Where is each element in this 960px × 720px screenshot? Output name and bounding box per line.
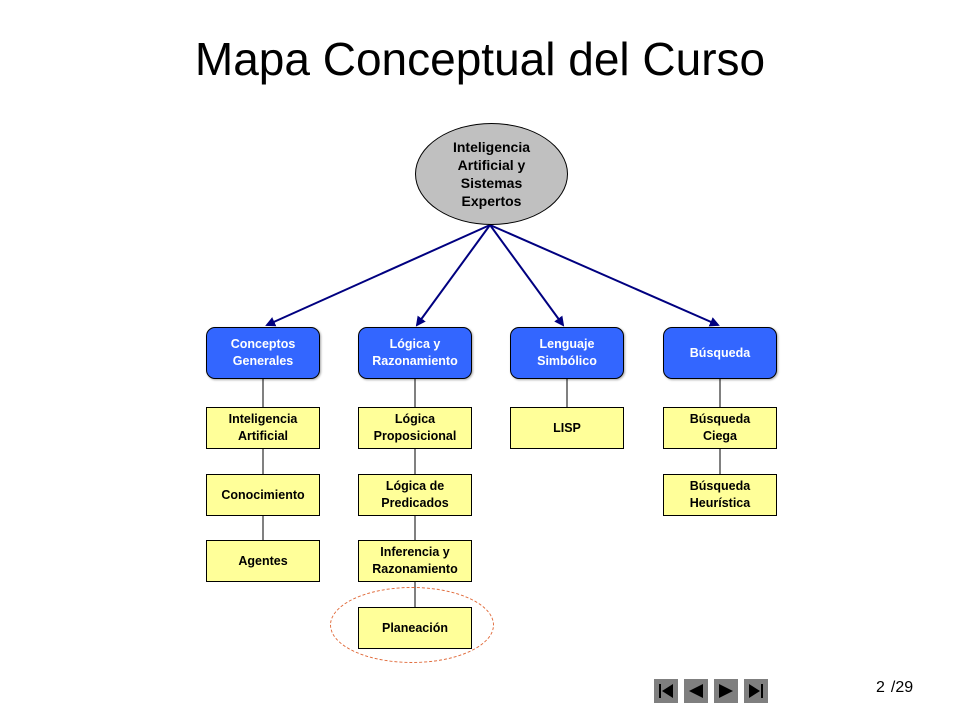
page-title: Mapa Conceptual del Curso <box>194 33 766 85</box>
page-indicator: 2/29 <box>876 679 913 697</box>
item-agentes: Agentes <box>206 540 320 582</box>
root-concept-node: Inteligencia Artificial y Sistemas Exper… <box>415 123 568 225</box>
item-busqueda-ciega: Búsqueda Ciega <box>663 407 777 449</box>
next-slide-button[interactable] <box>714 679 738 703</box>
page-total: /29 <box>890 679 914 696</box>
first-icon <box>659 684 673 698</box>
category-lenguaje-simbolico: Lenguaje Simbólico <box>510 327 624 379</box>
last-slide-button[interactable] <box>744 679 768 703</box>
next-icon <box>719 684 733 698</box>
previous-slide-button[interactable] <box>684 679 708 703</box>
item-inteligencia-artificial: Inteligencia Artificial <box>206 407 320 449</box>
arrow-to-busqueda <box>489 224 720 327</box>
category-logica-razonamiento: Lógica y Razonamiento <box>358 327 472 379</box>
previous-icon <box>689 684 703 698</box>
item-inferencia-razonamiento: Inferencia y Razonamiento <box>358 540 472 582</box>
item-busqueda-heuristica: Búsqueda Heurística <box>663 474 777 516</box>
item-conocimiento: Conocimiento <box>206 474 320 516</box>
slide-navigation <box>654 679 774 703</box>
item-lisp: LISP <box>510 407 624 449</box>
last-icon <box>749 684 763 698</box>
item-logica-de-predicados: Lógica de Predicados <box>358 474 472 516</box>
highlight-ring <box>330 587 494 663</box>
first-slide-button[interactable] <box>654 679 678 703</box>
category-conceptos-generales: Conceptos Generales <box>206 327 320 379</box>
page-number: 2 <box>876 679 885 696</box>
arrow-to-lenguaje <box>489 224 565 327</box>
arrow-to-logica <box>415 224 491 327</box>
item-logica-proposicional: Lógica Proposicional <box>358 407 472 449</box>
arrow-to-conceptos <box>265 224 491 327</box>
category-busqueda: Búsqueda <box>663 327 777 379</box>
